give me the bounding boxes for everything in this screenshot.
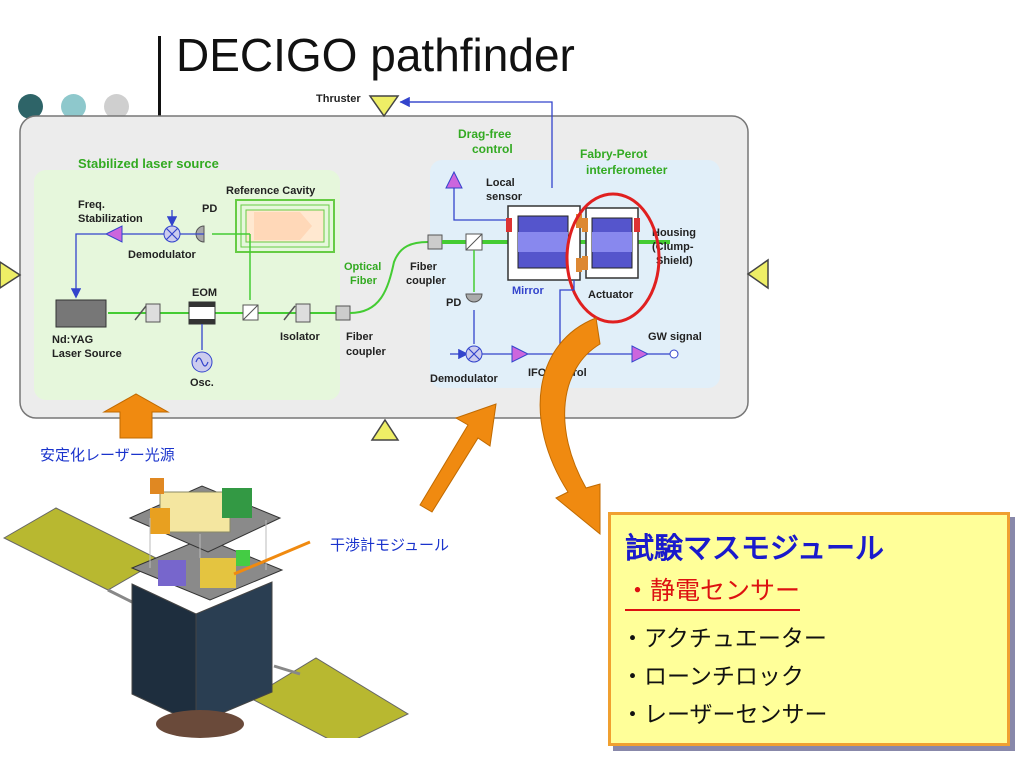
orange-pointer xyxy=(233,540,311,576)
fiber-coupler-right-label-2: coupler xyxy=(406,275,446,287)
eom-label: EOM xyxy=(192,287,217,299)
demodulator-left-label: Demodulator xyxy=(128,249,197,261)
local-sensor-label-2: sensor xyxy=(486,191,523,203)
isolator-label: Isolator xyxy=(280,331,320,343)
nd-yag-label-1: Nd:YAG xyxy=(52,334,93,346)
highlight-circle xyxy=(565,192,661,324)
thruster-bottom xyxy=(370,418,400,441)
ifo-amp xyxy=(511,345,530,363)
thruster-right xyxy=(746,258,769,290)
fabry-perot-label-1: Fabry-Perot xyxy=(580,147,647,161)
test-mass-heading: 試験マスモジュール xyxy=(625,531,884,565)
optical-fiber-label-2: Fiber xyxy=(350,275,378,287)
thruster-label: Thruster xyxy=(316,93,361,105)
stabilized-laser-label: Stabilized laser source xyxy=(78,156,219,171)
fiber-coupler-right-label-1: Fiber xyxy=(410,261,438,273)
reference-cavity xyxy=(235,199,335,253)
module-purple xyxy=(158,560,186,586)
gw-amp xyxy=(631,345,650,363)
fiber-coupler-left xyxy=(335,305,351,321)
solar-panel-right xyxy=(248,657,410,738)
decorative-dot-2 xyxy=(61,94,86,119)
laser-source-jp-label: 安定化レーザー光源 xyxy=(40,446,175,464)
mirror-label: Mirror xyxy=(512,285,545,297)
pd-top-label: PD xyxy=(202,203,217,215)
fiber-coupler-left-label-1: Fiber xyxy=(346,331,374,343)
optical-fiber xyxy=(349,241,429,314)
nd-yag-label-2: Laser Source xyxy=(52,348,122,360)
freq-stab-label-2: Stabilization xyxy=(78,213,143,225)
isolator-left xyxy=(145,303,161,323)
fiber-coupler-left-label-2: coupler xyxy=(346,346,386,358)
actuator-item: ・アクチュエーター xyxy=(621,626,827,652)
housing-label-3: Shield) xyxy=(656,255,693,267)
gw-signal-label: GW signal xyxy=(648,331,702,343)
module-yellow-upper xyxy=(159,491,231,533)
drag-free-label-2: control xyxy=(472,142,513,156)
module-green xyxy=(222,488,252,518)
slide-title: DECIGO pathfinder xyxy=(176,29,575,81)
test-mass-module-panel: 試験マスモジュール ・静電センサー ・アクチュエーター ・ローンチロック ・レー… xyxy=(608,512,1010,746)
gw-output xyxy=(669,349,679,359)
module-yellow-lower xyxy=(200,558,236,588)
thruster-left xyxy=(0,261,22,289)
actuator-label: Actuator xyxy=(588,289,634,301)
fiber-coupler-right xyxy=(427,234,443,250)
satellite-illustration xyxy=(2,478,410,738)
drag-free-label-1: Drag-free xyxy=(458,127,512,141)
local-sensor-label-1: Local xyxy=(486,177,515,189)
fabry-perot-label-2: interferometer xyxy=(586,163,668,177)
pd-bottom xyxy=(465,293,483,303)
satellite-body-front xyxy=(131,583,197,725)
nd-yag-laser xyxy=(55,299,107,328)
interferometer-jp-label: 干渉計モジュール xyxy=(330,536,449,554)
optical-fiber-label-1: Optical xyxy=(344,261,381,273)
housing-label-1: Housing xyxy=(652,227,696,239)
decorative-dot-1 xyxy=(18,94,43,119)
freq-stab-label-1: Freq. xyxy=(78,199,105,211)
launch-lock-item: ・ローンチロック xyxy=(621,664,804,690)
electrostatic-sensor-item: ・静電センサー xyxy=(625,571,801,611)
isolator xyxy=(295,303,311,323)
satellite-base xyxy=(156,710,244,738)
satellite-body-side xyxy=(195,581,273,725)
demodulator-right-label: Demodulator xyxy=(430,373,499,385)
decorative-dot-3 xyxy=(104,94,129,119)
laser-source-callout-arrow xyxy=(102,393,170,439)
housing-label-2: (Clump- xyxy=(652,241,694,253)
test-mass-callout-arrow xyxy=(539,317,601,536)
reference-cavity-label: Reference Cavity xyxy=(226,185,316,197)
title-divider xyxy=(158,36,161,126)
thruster-top xyxy=(368,95,400,118)
laser-sensor-item: ・レーザーセンサー xyxy=(621,702,828,728)
osc-label: Osc. xyxy=(190,377,214,389)
pd-bottom-label: PD xyxy=(446,297,461,309)
interferometer-callout-arrow xyxy=(419,403,497,513)
